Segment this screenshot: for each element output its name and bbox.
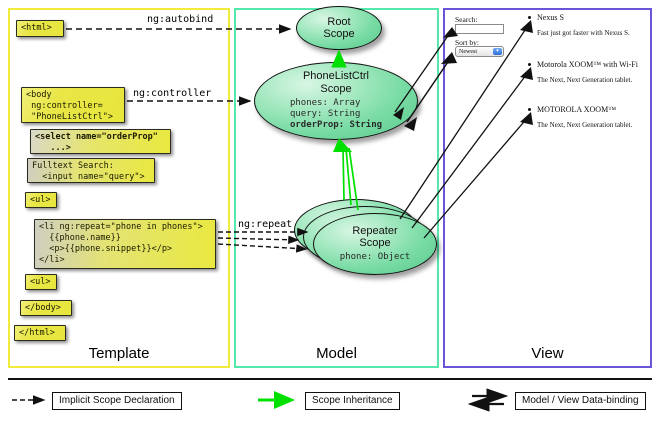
body-open-tag: <body ng:controller= "PhoneListCtrl"> [21, 87, 125, 123]
bullet-icon [528, 63, 531, 66]
legend-model-view-databinding: Model / View Data-binding [515, 392, 646, 410]
property-orderprop: orderProp: String [289, 120, 383, 131]
repeater-scope-properties: phone: Object [340, 252, 410, 263]
phonelistctrl-scope-ellipse: PhoneListCtrl Scope phones: Array query:… [254, 62, 418, 140]
repeater-scope-title-line1: Repeater [352, 224, 398, 237]
phone-name: Motorola XOOM™ with Wi-Fi [537, 60, 638, 69]
ng-controller-label: ng:controller [133, 88, 212, 99]
root-scope-title-line1: Root [327, 15, 351, 28]
phonelistctrl-scope-title-line1: PhoneListCtrl [302, 70, 370, 83]
property-phones: phones: Array [289, 97, 361, 108]
legend-implicit-scope-declaration: Implicit Scope Declaration [52, 392, 182, 410]
repeater-scope-ellipse: Repeater Scope phone: Object [313, 213, 437, 275]
ng-repeat-label: ng:repeat [238, 219, 293, 230]
html-close-tag: </html> [14, 325, 66, 341]
legend-divider [8, 378, 652, 380]
phone-list-item-0: Nexus S Fast just got faster with Nexus … [528, 13, 630, 37]
phonelistctrl-scope-title-line2: Scope [320, 82, 352, 95]
ul-close-tag: <ul> [25, 274, 57, 290]
bullet-icon [528, 16, 531, 19]
phonelistctrl-scope-properties: phones: Array query: String orderProp: S… [290, 98, 382, 132]
repeater-scope-title-line2: Scope [359, 236, 391, 249]
root-scope-ellipse: Root Scope [296, 6, 382, 50]
root-scope-title-line2: Scope [323, 28, 355, 40]
body-close-tag: </body> [20, 300, 72, 316]
property-query: query: String [289, 109, 361, 120]
phone-snippet: Fast just got faster with Nexus S. [537, 29, 630, 37]
chevron-updown-icon[interactable]: ▾ [493, 48, 502, 55]
li-ngrepeat-block: <li ng:repeat="phone in phones"> {{phone… [34, 219, 216, 269]
ng-autobind-label: ng:autobind [147, 14, 214, 25]
column-label-template: Template [88, 345, 150, 362]
column-label-model: Model [316, 345, 357, 362]
search-label: Search: [455, 15, 478, 24]
phone-name: MOTOROLA XOOM™ [537, 105, 617, 114]
select-orderprop-tag: <select name="orderProp" ...> [30, 129, 171, 154]
legend-scope-inheritance: Scope Inheritance [305, 392, 400, 410]
column-label-view: View [531, 345, 564, 362]
html-open-tag: <html> [16, 20, 64, 37]
ul-open-tag: <ul> [25, 192, 57, 208]
phone-snippet: The Next, Next Generation tablet. [537, 121, 633, 129]
phone-list-item-2: MOTOROLA XOOM™ The Next, Next Generation… [528, 105, 633, 129]
legend-glyph-databinding [467, 388, 509, 412]
phone-list-item-1: Motorola XOOM™ with Wi-Fi The Next, Next… [528, 60, 638, 84]
phone-snippet: The Next, Next Generation tablet. [537, 76, 633, 84]
sort-by-selected-value: Newest [459, 48, 477, 55]
phone-name: Nexus S [537, 13, 564, 22]
search-input[interactable] [455, 24, 504, 34]
bullet-icon [528, 108, 531, 111]
sort-by-select[interactable]: Newest ▾ [455, 46, 504, 57]
property-phone: phone: Object [339, 252, 411, 263]
fulltext-search-input: Fulltext Search: <input name="query"> [27, 158, 155, 183]
